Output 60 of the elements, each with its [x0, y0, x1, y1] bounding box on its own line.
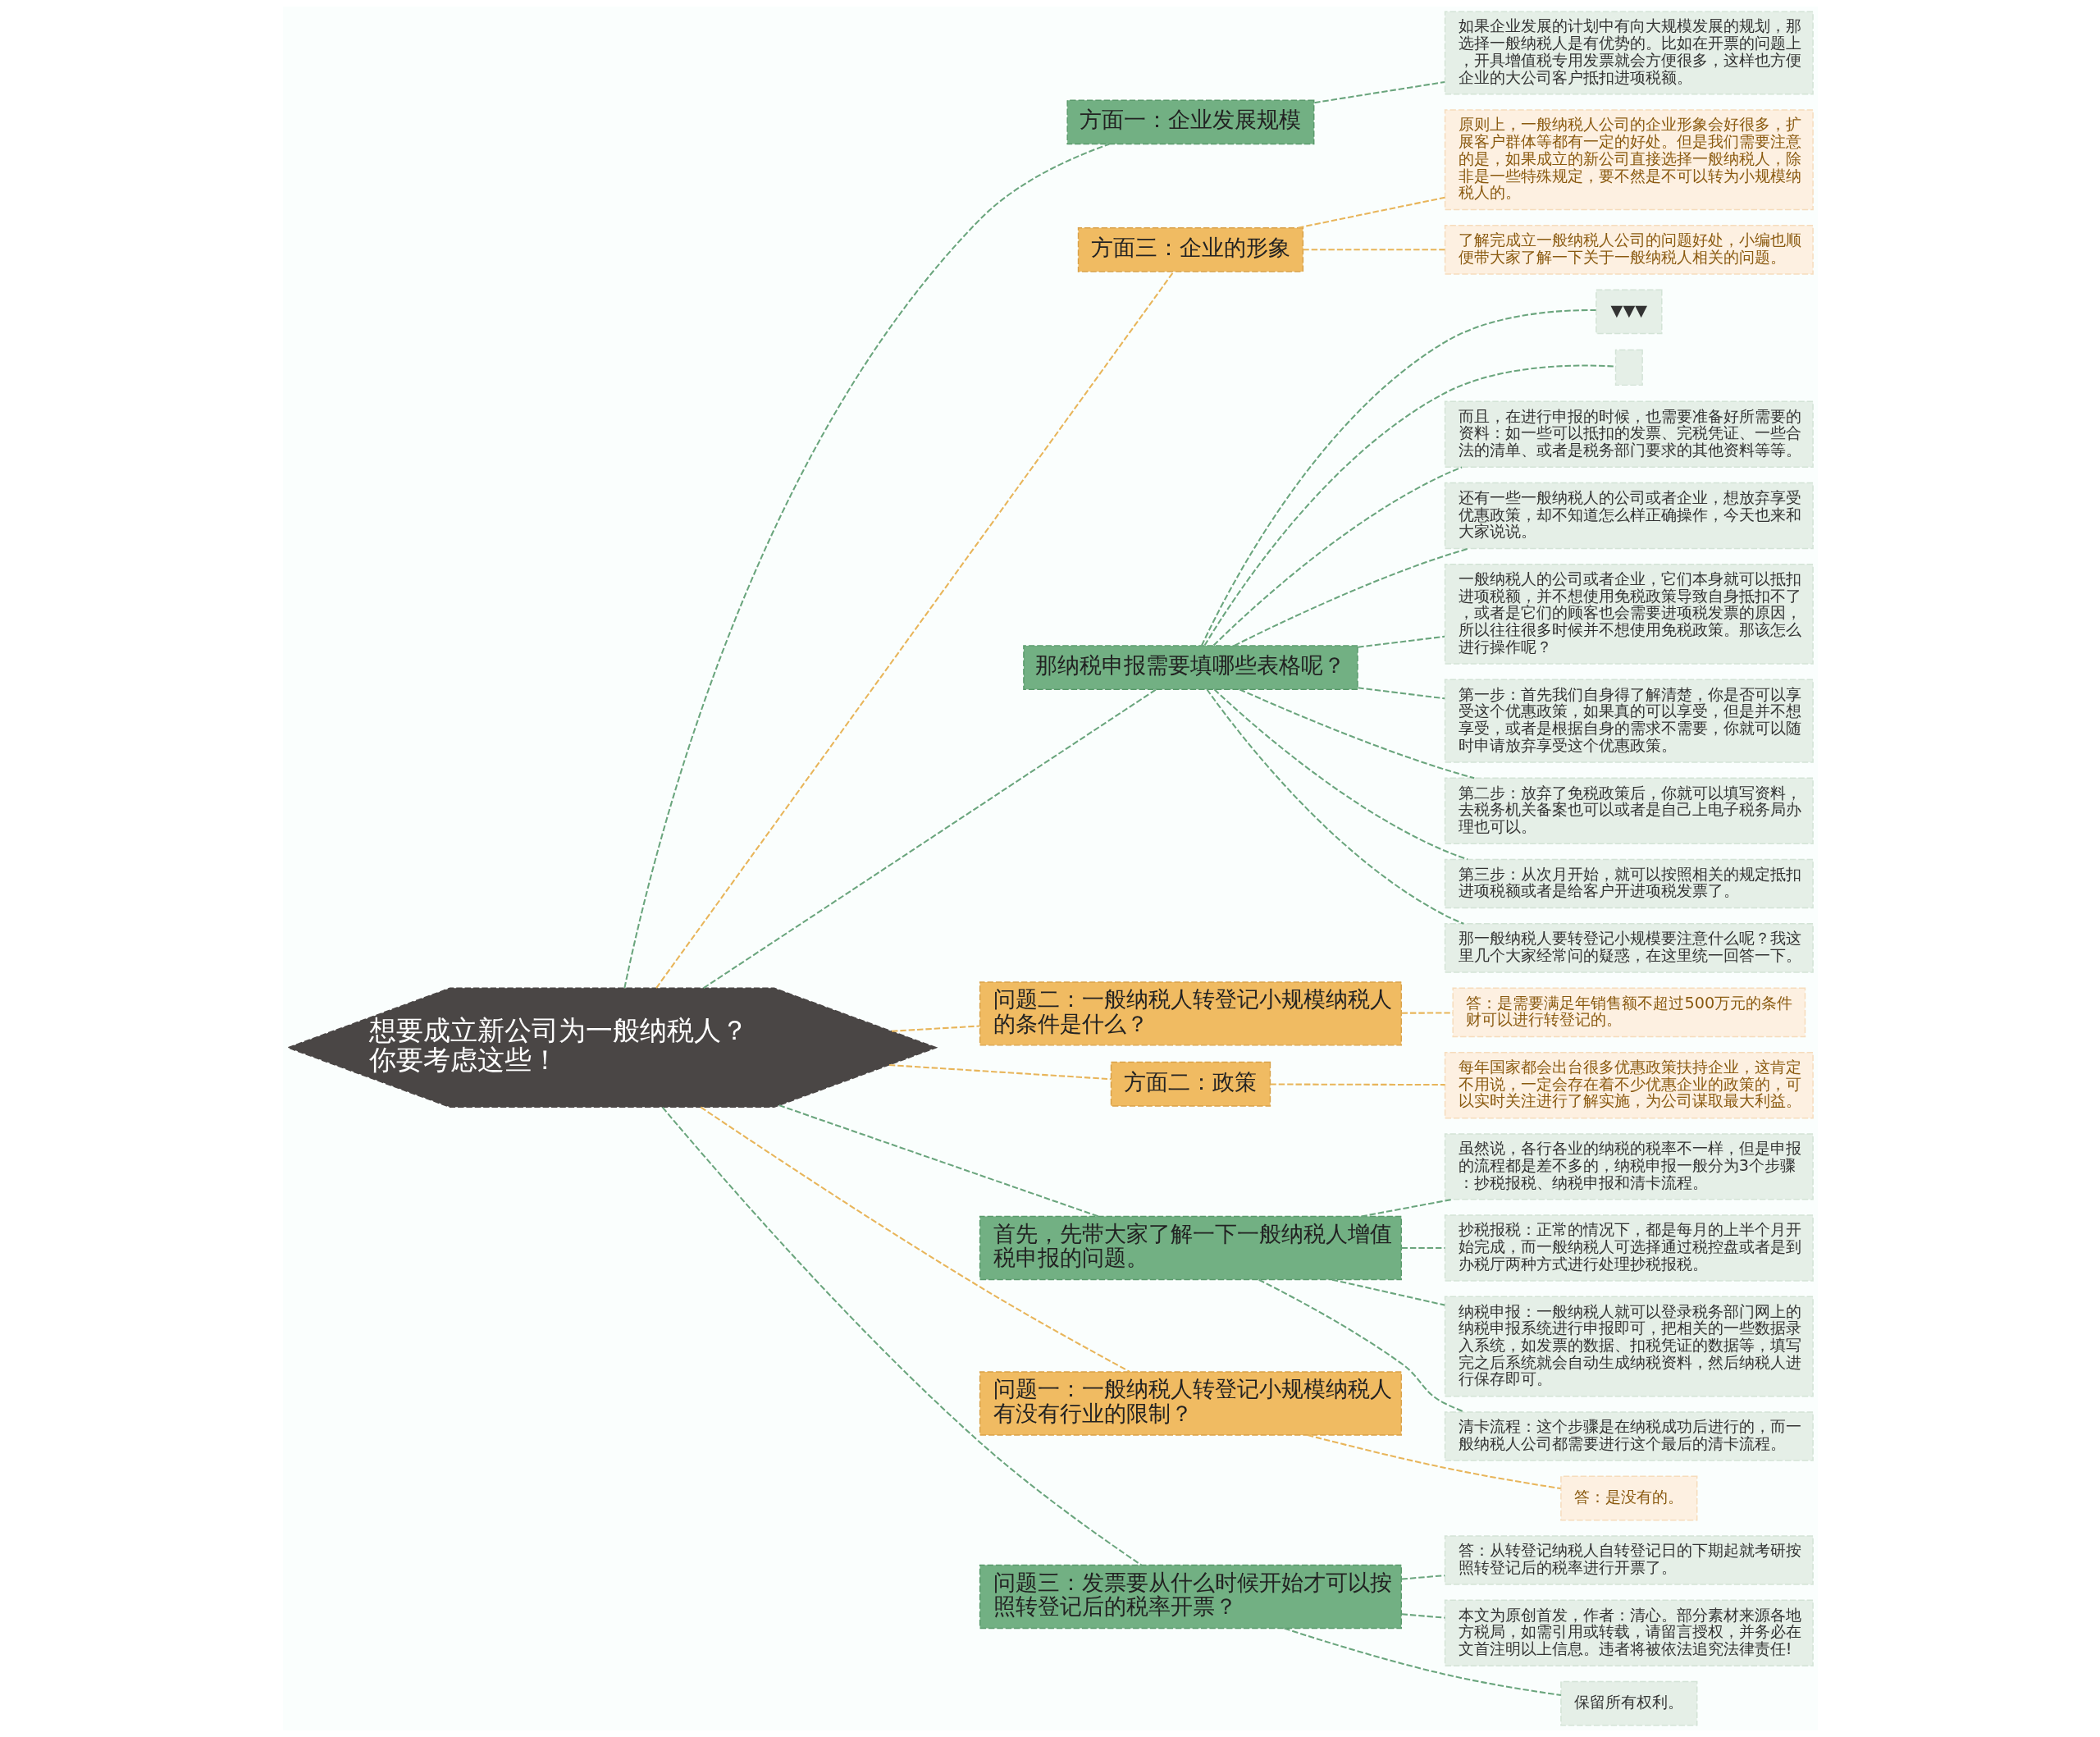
node-box: 每年国家都会出台很多优惠政策扶持企业，这肯定不用说，一定会存在着不少优惠企业的政策的，可以实时关注进行了解实施，为公司谋取最大利益。: [1444, 1052, 1814, 1119]
node-box: 还有一些一般纳税人的公司或者企业，想放弃享受优惠政策，却不知道怎么样正确操作，今天也来和大家说说。: [1444, 482, 1814, 550]
connector: [888, 1064, 1112, 1081]
connector: [1302, 249, 1445, 251]
node-box: 答：是没有的。: [1559, 1475, 1697, 1521]
node-box: 第一步：首先我们自身得了解清楚，你是否可以享受这个优惠政策，如果真的可以享受，但是并不想享受，或者是根据自身的需求不需要，你就可以随时申请放弃享受这个优惠政策。: [1444, 679, 1814, 763]
connector: [1331, 1278, 1445, 1306]
connector: [1360, 1198, 1452, 1218]
connector: [1307, 1434, 1561, 1490]
connector: [1239, 688, 1474, 779]
connector: [1400, 1613, 1445, 1619]
node-box: 答：从转登记纳税人自转登记日的下期起就考研按照转登记后的税率进行开票了。: [1444, 1535, 1814, 1585]
connector: [1233, 547, 1469, 647]
node-box: 方面一：企业发展规模: [1066, 99, 1314, 145]
node-box: 原则上，一般纳税人公司的企业形象会好很多，扩展客户群体等都有一定的好处。但是我们需要注意的是，如果成立的新公司直接选择一般纳税人，除非是一些特殊规定，要不然是不可以转为小规模纳税人的。: [1444, 109, 1814, 211]
node-box: 保留所有权利。: [1559, 1680, 1697, 1726]
node-box: 第三步：从次月开始，就可以按照相关的规定抵扣进项税额或者是给客户开进项税发票了。: [1444, 858, 1814, 909]
node-box: 方面三：企业的形象: [1077, 226, 1303, 272]
node-box: 了解完成立一般纳税人公司的问题好处，小编也顺便带大家了解一下关于一般纳税人相关的问题。: [1444, 225, 1814, 275]
node-box: 答：是需要满足年销售额不超过500万元的条件财可以进行转登记的。: [1451, 987, 1806, 1038]
node-box: 而且，在进行申报的时候，也需要准备好所需要的资料：如一些可以抵扣的发票、完税凭证、一些合法的清单、或者是税务部门要求的其他资料等等。: [1444, 400, 1814, 468]
connector: [1401, 1012, 1453, 1014]
node-box: 纳税申报：一般纳税人就可以登录税务部门网上的纳税申报系统进行申报即可，把相关的一些数据录入系统，如发票的数据、扣税凭证的数据等，填写完之后系统就会自动生成纳税资料，然后纳税人进行保存即可。: [1444, 1296, 1814, 1397]
connector: [1297, 196, 1445, 229]
connector: [1270, 1083, 1445, 1086]
connector: [1200, 309, 1596, 647]
node-box: 一般纳税人的公司或者企业，它们本身就可以抵扣进项税额，并不想使用免税政策导致自身抵扣不了，或者是它们的顾客也会需要进项税发票的原因，所以往往很多时候并不想使用免税政策。那该怎么进行操作呢？: [1444, 563, 1814, 665]
connector: [891, 1025, 979, 1032]
node-box: 方面二：政策: [1110, 1061, 1271, 1107]
node-box: ▼▼▼: [1595, 289, 1663, 335]
connector: [1203, 364, 1615, 647]
connector: [623, 143, 1109, 989]
connector: [661, 1107, 1142, 1566]
connector: [1357, 687, 1445, 700]
connector: [1400, 1575, 1445, 1580]
connector: [655, 271, 1174, 989]
connector: [1213, 688, 1468, 861]
connector: [778, 1104, 1098, 1218]
node-box: 那纳税申报需要填哪些表格呢？: [1022, 645, 1358, 690]
connector: [700, 1106, 1130, 1373]
node-box: 虽然说，各行各业的纳税的税率不一样，但是申报的流程都是差不多的，纳税申报一般分为3个步骤：抄税报税、纳税申报和清卡流程。: [1444, 1133, 1814, 1200]
node-box: 抄税报税：正常的情况下，都是每月的上半个月开始完成，而一般纳税人可选择通过税控盘或者是到办税厅两种方式进行处理抄税报税。: [1444, 1214, 1814, 1282]
connector: [702, 688, 1157, 990]
connector: [1283, 1627, 1561, 1696]
connector: [1206, 688, 1464, 925]
node-box: 问题一：一般纳税人转登记小规模纳税人有没有行业的限制？: [979, 1371, 1402, 1436]
node-box: 如果企业发展的计划中有向大规模发展的规划，那选择一般纳税人是有优势的。比如在开票的问题上，开具增值税专用发票就会方便很多，这样也方便企业的大公司客户抵扣进项税额。: [1444, 11, 1814, 95]
node-box: [1614, 349, 1643, 386]
node-box: 问题三：发票要从什么时候开始才可以按照转登记后的税率开票？: [979, 1564, 1402, 1630]
node-box: 本文为原创首发，作者：清心。部分素材来源各地方税局，如需引用或转载，请留言授权，并务必在文首注明以上信息。违者将被依法追究法律责任!: [1444, 1599, 1814, 1666]
node-box: 问题二：一般纳税人转登记小规模纳税人的条件是什么？: [979, 981, 1402, 1046]
node-box: 那一般纳税人要转登记小规模要注意什么呢？我这里几个大家经常问的疑惑，在这里统一回答一下。: [1444, 923, 1814, 973]
node-box: 第二步：放弃了免税政策后，你就可以填写资料，去税务机关备案也可以或者是自己上电子税务局办理也可以。: [1444, 777, 1814, 844]
node-box: 首先，先带大家了解一下一般纳税人增值税申报的问题。: [979, 1215, 1402, 1281]
connector: [1212, 466, 1462, 647]
connector: [1401, 1247, 1445, 1250]
connector: [1357, 635, 1445, 648]
node-box: 清卡流程：这个步骤是在纳税成功后进行的，而一般纳税人公司都需要进行这个最后的清卡流程。: [1444, 1411, 1814, 1461]
connector: [1313, 80, 1445, 104]
connector: [1258, 1278, 1464, 1413]
